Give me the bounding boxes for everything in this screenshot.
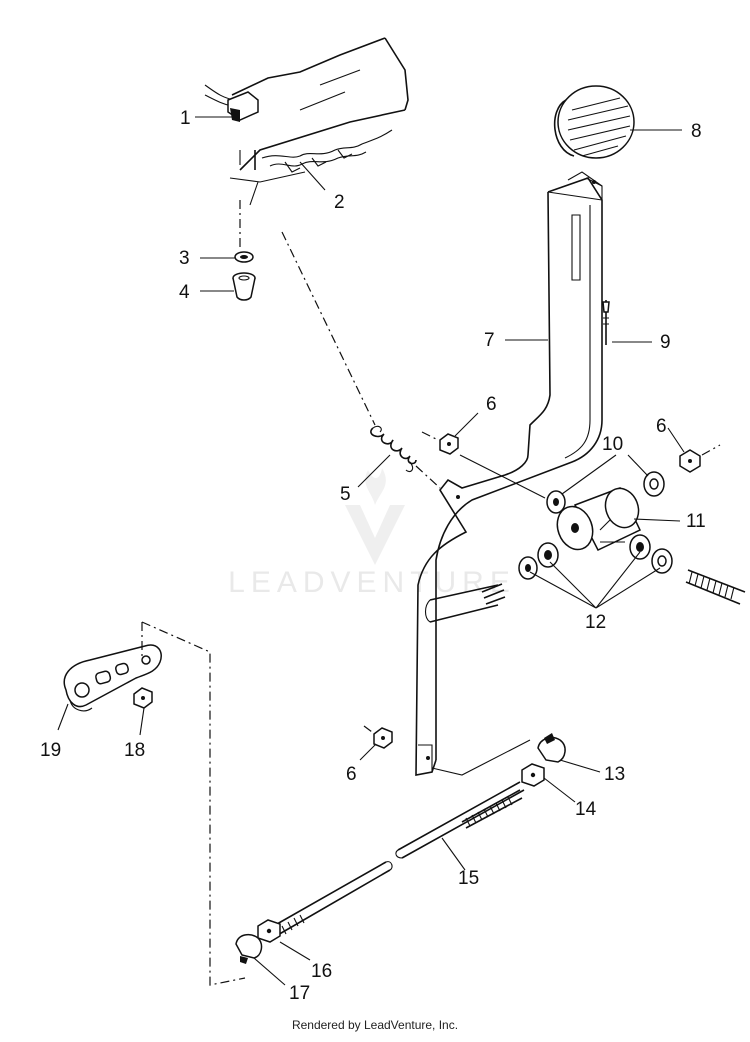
callout-6-right: 6 [656, 416, 667, 437]
callout-4: 4 [179, 282, 190, 303]
threaded-stud [685, 569, 746, 605]
ball-joint-13 [537, 733, 566, 763]
spring [281, 231, 441, 489]
washers-12 [518, 519, 673, 580]
nut-6-upper [421, 431, 459, 455]
footer-credit: Rendered by LeadVenture, Inc. [291, 1018, 459, 1032]
leader-lines [57, 116, 685, 986]
washer-10-left [546, 490, 566, 514]
nut-6-right [679, 444, 721, 473]
leader-joint [431, 739, 531, 776]
nut-14 [521, 763, 545, 787]
callout-1: 1 [180, 108, 191, 129]
callout-8: 8 [691, 121, 702, 142]
ball-joint-17 [235, 933, 263, 964]
nut-16 [257, 919, 281, 943]
callout-9: 9 [660, 332, 671, 353]
knob [204, 84, 259, 122]
callout-16: 16 [311, 961, 332, 982]
alignment-line-lower [141, 621, 246, 986]
pedal-lever [415, 171, 603, 776]
callout-18: 18 [124, 740, 145, 761]
watermark-text: LEADVENTURE [228, 566, 516, 599]
nut-18 [133, 687, 153, 709]
callout-14: 14 [575, 799, 597, 820]
leader-bushing [459, 454, 546, 499]
callout-12: 12 [585, 612, 606, 633]
callout-10: 10 [602, 434, 623, 455]
pivot-bushing [556, 487, 641, 551]
callout-3: 3 [179, 248, 190, 269]
rod [269, 781, 525, 937]
washer-3 [234, 251, 254, 263]
callout-6-upper: 6 [486, 394, 497, 415]
pivot-shaft [424, 583, 506, 623]
callout-6-lower: 6 [346, 764, 357, 785]
callout-13: 13 [604, 764, 625, 785]
callout-7: 7 [484, 330, 495, 351]
callout-15: 15 [458, 868, 479, 889]
bushing-4 [232, 272, 256, 301]
pedal-pad [553, 85, 635, 159]
shift-plate [229, 37, 409, 206]
nut-6-lower [363, 725, 393, 749]
callout-19: 19 [40, 740, 61, 761]
callout-17: 17 [289, 983, 310, 1004]
callout-5: 5 [340, 484, 351, 505]
washer-10-right [643, 471, 665, 497]
callout-11: 11 [686, 511, 706, 532]
pin [602, 300, 610, 345]
link-arm [63, 644, 162, 712]
watermark: LEADVENTURE [228, 468, 516, 599]
callout-2: 2 [334, 192, 345, 213]
